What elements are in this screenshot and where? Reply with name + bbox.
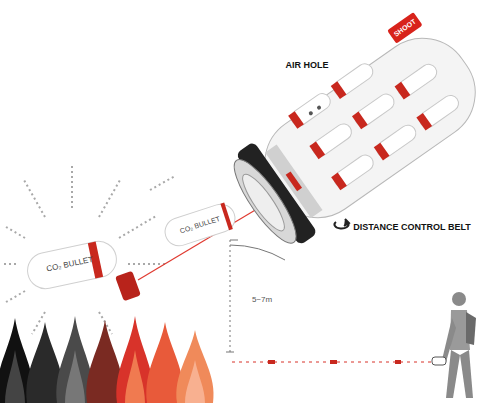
burst-rays	[4, 165, 175, 334]
button-label: SHOOT	[393, 18, 418, 39]
rotate-icon	[334, 219, 349, 228]
range-marker	[226, 240, 285, 352]
dimension-label: 5~7m	[252, 296, 272, 305]
shot-path	[232, 360, 436, 364]
flying-bullet	[161, 201, 238, 250]
bullet-label: CO₂ BULLET	[46, 256, 94, 274]
part-label: AIR HOLE	[285, 61, 328, 71]
person	[432, 292, 476, 398]
bullet-cap	[115, 271, 141, 302]
flames	[0, 316, 214, 403]
exploding-bullet	[24, 238, 120, 292]
bullet-label: CO₂ BULLET	[179, 215, 221, 235]
part-label: DISTANCE CONTROL BELT	[353, 223, 471, 233]
extinguisher-device	[214, 5, 497, 256]
